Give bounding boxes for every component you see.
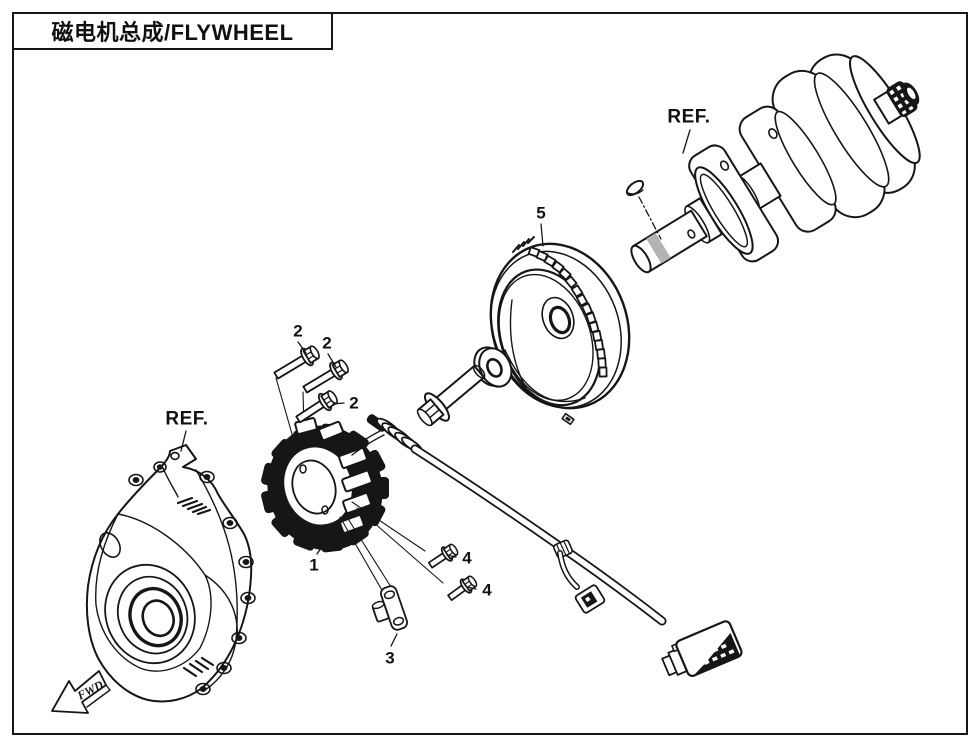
callout-ref-crankshaft: REF. [667,106,711,128]
wire-clamp-drawing [371,585,409,631]
callout-part-2c: 2 [349,393,359,413]
callout-part-2b: 2 [322,333,332,353]
callout-part-4a: 4 [462,548,472,568]
clamp-bolt-drawing [427,543,478,602]
callout-part-3: 3 [385,648,395,668]
title-box: 磁电机总成/FLYWHEEL [12,12,333,50]
engine-cover-drawing [85,444,256,703]
page-title: 磁电机总成/FLYWHEEL [51,20,294,45]
woodruff-key-drawing [625,179,662,240]
crankshaft-drawing [630,53,921,274]
stator-drawing [261,417,389,553]
fwd-arrow: FWD [51,670,111,714]
flywheel-slots [527,246,608,378]
flywheel-drawing [489,236,631,426]
callout-part-1: 1 [309,555,319,575]
page-border [12,12,968,735]
callout-part-2a: 2 [293,321,303,341]
leader-lines [180,129,691,647]
callout-part-4b: 4 [482,580,492,600]
stator-bolt-drawing [273,345,349,424]
wire-harness-drawing [349,414,743,677]
assembly-lines-bottom [339,501,444,593]
callout-ref-cover: REF. [165,408,209,430]
callout-part-5: 5 [536,203,546,223]
connector-drawing [661,620,743,677]
small-connector-drawing [574,584,606,614]
flywheel-bolt-drawing [416,364,486,427]
